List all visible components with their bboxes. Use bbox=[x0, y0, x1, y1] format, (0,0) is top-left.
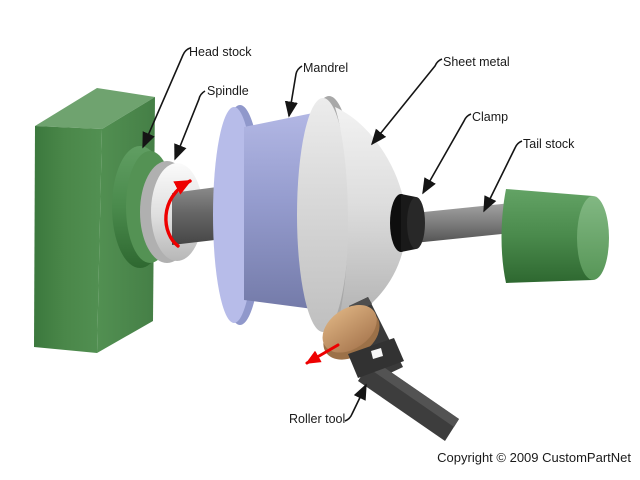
leader-sheet-metal bbox=[370, 58, 443, 146]
tail-stock bbox=[501, 189, 609, 283]
roller-tool-shaft-highlight bbox=[367, 359, 459, 427]
roller-wheel-face bbox=[322, 305, 377, 353]
head-stock-front-face bbox=[34, 126, 102, 353]
leader-clamp bbox=[422, 113, 472, 195]
label-spindle: Spindle bbox=[207, 84, 249, 98]
label-head-stock: Head stock bbox=[189, 45, 252, 59]
clamp bbox=[390, 194, 425, 252]
roller-tool-shaft bbox=[358, 359, 459, 441]
leader-mandrel bbox=[284, 65, 303, 118]
label-roller-tool: Roller tool bbox=[289, 412, 345, 426]
feed-direction-arrow-icon bbox=[305, 343, 340, 365]
rotation-arrow-icon bbox=[164, 179, 192, 248]
roller-wheel bbox=[322, 305, 380, 360]
label-mandrel: Mandrel bbox=[303, 61, 348, 75]
leader-roller-tool bbox=[344, 383, 367, 422]
tail-stock-shaft bbox=[414, 203, 512, 243]
label-tail-stock: Tail stock bbox=[523, 137, 575, 151]
roller-axle-pin bbox=[371, 348, 383, 359]
roller-tool bbox=[322, 297, 459, 441]
head-stock-top-face bbox=[35, 88, 155, 129]
sheet-metal-cone bbox=[335, 107, 403, 326]
label-clamp: Clamp bbox=[472, 110, 508, 124]
copyright-text: Copyright © 2009 CustomPartNet bbox=[437, 450, 631, 465]
leader-head-stock bbox=[142, 47, 191, 149]
sheet-metal-disc-face bbox=[297, 98, 349, 332]
tail-stock-face bbox=[577, 196, 609, 280]
label-sheet-metal: Sheet metal bbox=[443, 55, 510, 69]
leader-spindle bbox=[174, 90, 206, 161]
tail-stock-body bbox=[501, 189, 593, 283]
sheet-metal bbox=[297, 96, 403, 334]
leader-tail-stock bbox=[483, 140, 523, 213]
clamp-face bbox=[407, 197, 425, 249]
